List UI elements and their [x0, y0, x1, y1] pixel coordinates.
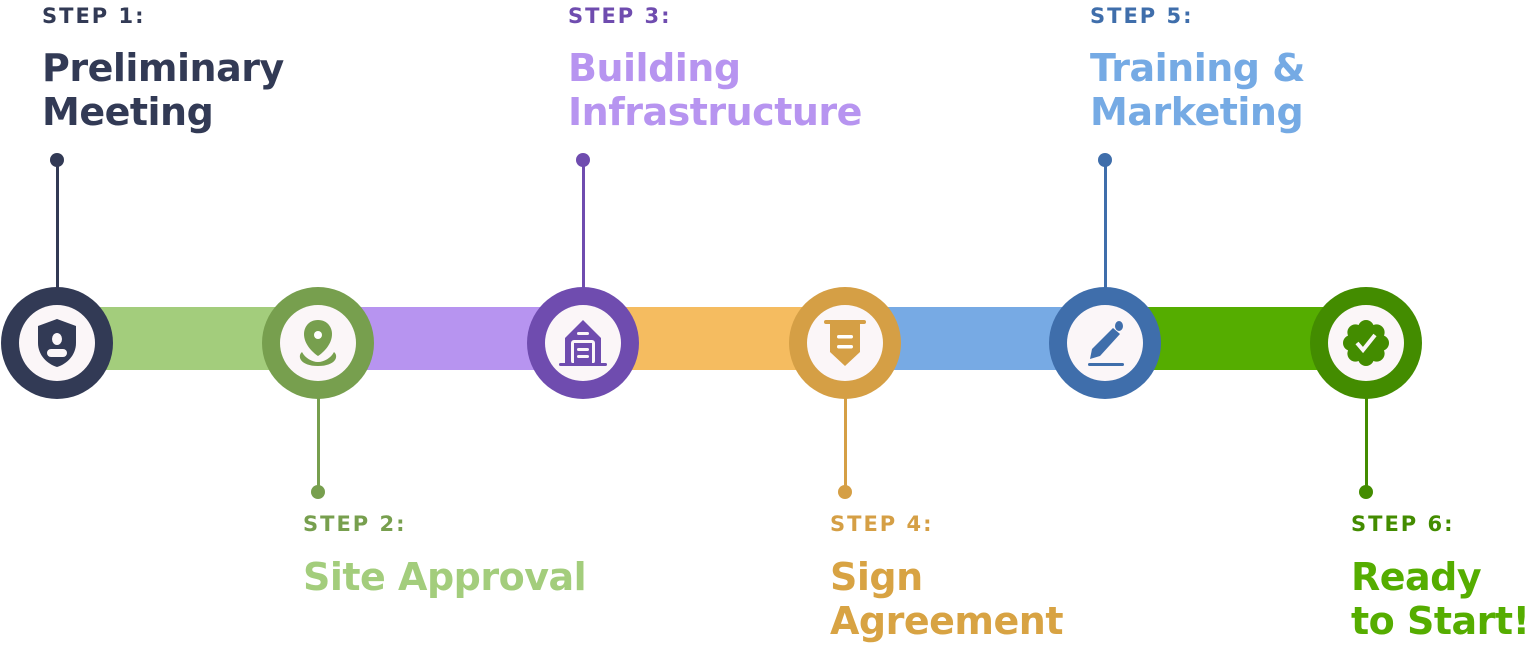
step-title-line: Preliminary: [42, 46, 284, 90]
shield-user-icon: [19, 305, 95, 381]
connector-stem: [843, 396, 847, 492]
connector-dot: [311, 485, 325, 499]
step-label: STEP 2:: [303, 512, 407, 536]
connector-stem: [55, 160, 59, 290]
step-title-line: Ready: [1351, 555, 1482, 599]
step-label: STEP 6:: [1351, 512, 1455, 536]
step-node: [1310, 287, 1422, 399]
connector-stem: [1103, 160, 1107, 290]
banner-document-icon: [807, 305, 883, 381]
step-node: [527, 287, 639, 399]
step-title-line: Marketing: [1090, 90, 1304, 134]
step-label: STEP 5:: [1090, 4, 1194, 28]
connector-stem: [316, 396, 320, 492]
step-node: [262, 287, 374, 399]
step-title-line: Building: [568, 46, 741, 90]
step-label: STEP 3:: [568, 4, 672, 28]
step-title-line: Meeting: [42, 90, 214, 134]
step-title-line: Infrastructure: [568, 90, 862, 134]
connector-dot: [576, 153, 590, 167]
verified-badge-icon: [1328, 305, 1404, 381]
step-title-line: Agreement: [830, 599, 1063, 643]
connector-stem: [581, 160, 585, 290]
step-title-line: Training &: [1090, 46, 1305, 90]
step-label: STEP 1:: [42, 4, 146, 28]
pen-sign-icon: [1067, 305, 1143, 381]
step-title-line: to Start!: [1351, 599, 1530, 643]
connector-dot: [838, 485, 852, 499]
connector-dot: [1359, 485, 1373, 499]
step-title-line: Sign: [830, 555, 923, 599]
connector-dot: [1098, 153, 1112, 167]
step-node: [789, 287, 901, 399]
location-pin-icon: [280, 305, 356, 381]
warehouse-icon: [545, 305, 621, 381]
connector-dot: [50, 153, 64, 167]
step-title-line: Site Approval: [303, 555, 587, 599]
connector-stem: [1364, 396, 1368, 492]
step-label: STEP 4:: [830, 512, 934, 536]
step-node: [1, 287, 113, 399]
step-node: [1049, 287, 1161, 399]
